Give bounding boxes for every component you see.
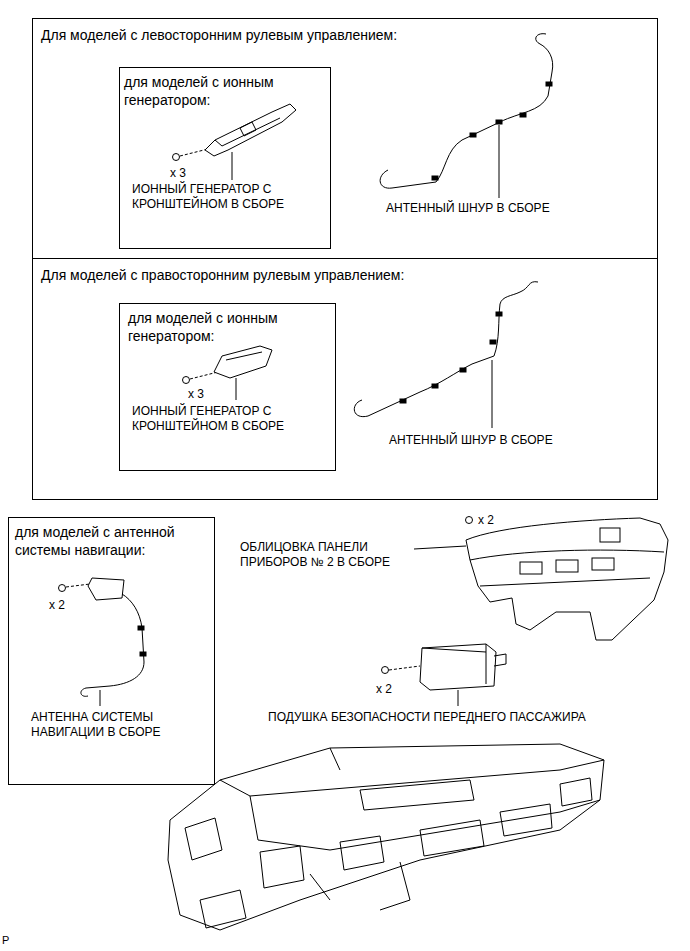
- part-name: ИОННЫЙ ГЕНЕРАТОР С КРОНШТЕЙНОМ В СБОРЕ: [132, 182, 312, 212]
- antenna-cord-rhd-part: [490, 340, 496, 344]
- antenna-cord-rhd-part: [492, 360, 493, 428]
- group-box: для моделей с антенной системы навигации…: [8, 517, 215, 785]
- instrument-panel-part: [200, 890, 246, 928]
- instrument-panel-part: [340, 836, 384, 870]
- instrument-panel: [168, 744, 604, 930]
- bolt-count: x 3: [170, 166, 210, 181]
- group-box: для моделей с ионным генератором: x 3ИОНН…: [32, 18, 658, 259]
- instrument-panel-part: [168, 744, 604, 930]
- instrument-panel-part: [420, 820, 484, 856]
- navigation-antenna-part: [59, 585, 66, 592]
- panel-cover-part: [414, 546, 466, 549]
- bolt-count: x 2: [478, 513, 518, 528]
- part-name: ОБЛИЦОВКА ПАНЕЛИ ПРИБОРОВ № 2 В СБОРЕ: [240, 540, 412, 570]
- condition-box: для моделей с ионным генератором: x 3ИОНН…: [119, 67, 331, 249]
- ion-generator-lhd: [173, 104, 297, 180]
- instrument-panel-part: [360, 780, 474, 810]
- panel-cover-part: [480, 578, 650, 586]
- panel-cover-part: [466, 517, 473, 524]
- panel-cover-part: [592, 558, 614, 570]
- antenna-cord-lhd-part: [520, 113, 526, 117]
- bolt-count: x 2: [49, 598, 89, 613]
- passenger-airbag-part: [420, 644, 496, 690]
- ion-generator-rhd-part: [214, 346, 272, 378]
- antenna-cord-rhd-part: [432, 384, 438, 388]
- instrument-panel-part: [310, 862, 410, 910]
- ion-generator-rhd-part: [190, 372, 218, 379]
- antenna-cord-lhd-part: [432, 176, 438, 180]
- antenna-cord-lhd: [380, 34, 553, 198]
- group-box: для моделей с ионным генератором: x 3 ИОНН…: [32, 258, 658, 500]
- ion-generator-lhd-part: [240, 122, 256, 136]
- instrument-panel-part: [330, 748, 340, 770]
- passenger-airbag-part: [389, 666, 420, 670]
- part-name: АНТЕННА СИСТЕМЫ НАВИГАЦИИ В СБОРЕ: [31, 710, 201, 740]
- instrument-panel-part: [260, 846, 304, 888]
- navigation-antenna-part: [88, 578, 124, 600]
- instrument-panel-part: [500, 804, 552, 836]
- part-name: АНТЕННЫЙ ШНУР В СБОРЕ: [386, 201, 606, 216]
- navigation-antenna-part: [138, 626, 144, 630]
- antenna-cord-lhd-part: [380, 34, 553, 189]
- panel-cover-part: [600, 528, 620, 542]
- instrument-panel-part: [560, 778, 592, 806]
- antenna-cord-lhd-part: [496, 120, 502, 124]
- figure-code: P: [2, 934, 22, 948]
- ion-generator-rhd-part: [236, 378, 237, 400]
- instrument-panel-part: [220, 760, 604, 796]
- passenger-airbag-part: [458, 690, 459, 706]
- group-heading: Для моделей с левосторонним рулевым упра…: [41, 27, 641, 45]
- navigation-antenna: [59, 578, 147, 706]
- antenna-cord-rhd-part: [400, 399, 406, 403]
- passenger-airbag-part: [382, 667, 389, 674]
- panel-cover: [414, 517, 668, 641]
- ion-generator-lhd-part: [173, 154, 180, 161]
- part-name: АНТЕННЫЙ ШНУР В СБОРЕ: [389, 433, 609, 448]
- condition-heading: для моделей с ионным генератором:: [124, 74, 324, 109]
- group-heading: Для моделей с правосторонним рулевым упр…: [41, 267, 641, 285]
- panel-cover-part: [556, 560, 578, 572]
- antenna-cord-lhd-part: [499, 125, 500, 198]
- passenger-airbag-part: [422, 644, 486, 684]
- antenna-cord-rhd: [354, 282, 538, 428]
- ion-generator-rhd-part: [226, 352, 262, 360]
- navigation-antenna-part: [66, 584, 90, 587]
- condition-heading: для моделей с антенной системы навигации…: [15, 524, 210, 559]
- passenger-airbag-part: [494, 654, 506, 666]
- panel-cover-part: [466, 518, 668, 640]
- navigation-antenna-part: [100, 690, 101, 706]
- antenna-cord-rhd-part: [354, 282, 538, 417]
- navigation-antenna-part: [140, 652, 146, 656]
- condition-heading: для моделей с ионным генератором:: [128, 310, 328, 345]
- passenger-airbag: [382, 644, 507, 706]
- ion-generator-lhd-part: [232, 152, 233, 180]
- antenna-cord-lhd-part: [546, 82, 552, 86]
- bolt-count: x 3: [188, 387, 228, 402]
- ion-generator-rhd-part: [183, 377, 190, 384]
- bolt-count: x 2: [376, 682, 416, 697]
- condition-box: для моделей с ионным генератором: x 3 ИОНН…: [119, 303, 336, 471]
- part-name: ИОННЫЙ ГЕНЕРАТОР С КРОНШТЕЙНОМ В СБОРЕ: [132, 404, 317, 434]
- navigation-antenna-part: [81, 594, 144, 696]
- antenna-cord-lhd-part: [470, 133, 476, 137]
- instrument-panel-part: [185, 818, 222, 860]
- ion-generator-lhd-part: [205, 104, 296, 156]
- antenna-cord-rhd-part: [496, 312, 502, 316]
- ion-generator-lhd-part: [215, 118, 280, 146]
- part-name: ПОДУШКА БЕЗОПАСНОСТИ ПЕРЕДНЕГО ПАССАЖИРА: [268, 710, 628, 725]
- antenna-cord-rhd-part: [460, 368, 466, 372]
- panel-cover-part: [470, 550, 664, 560]
- panel-cover-part: [520, 562, 542, 574]
